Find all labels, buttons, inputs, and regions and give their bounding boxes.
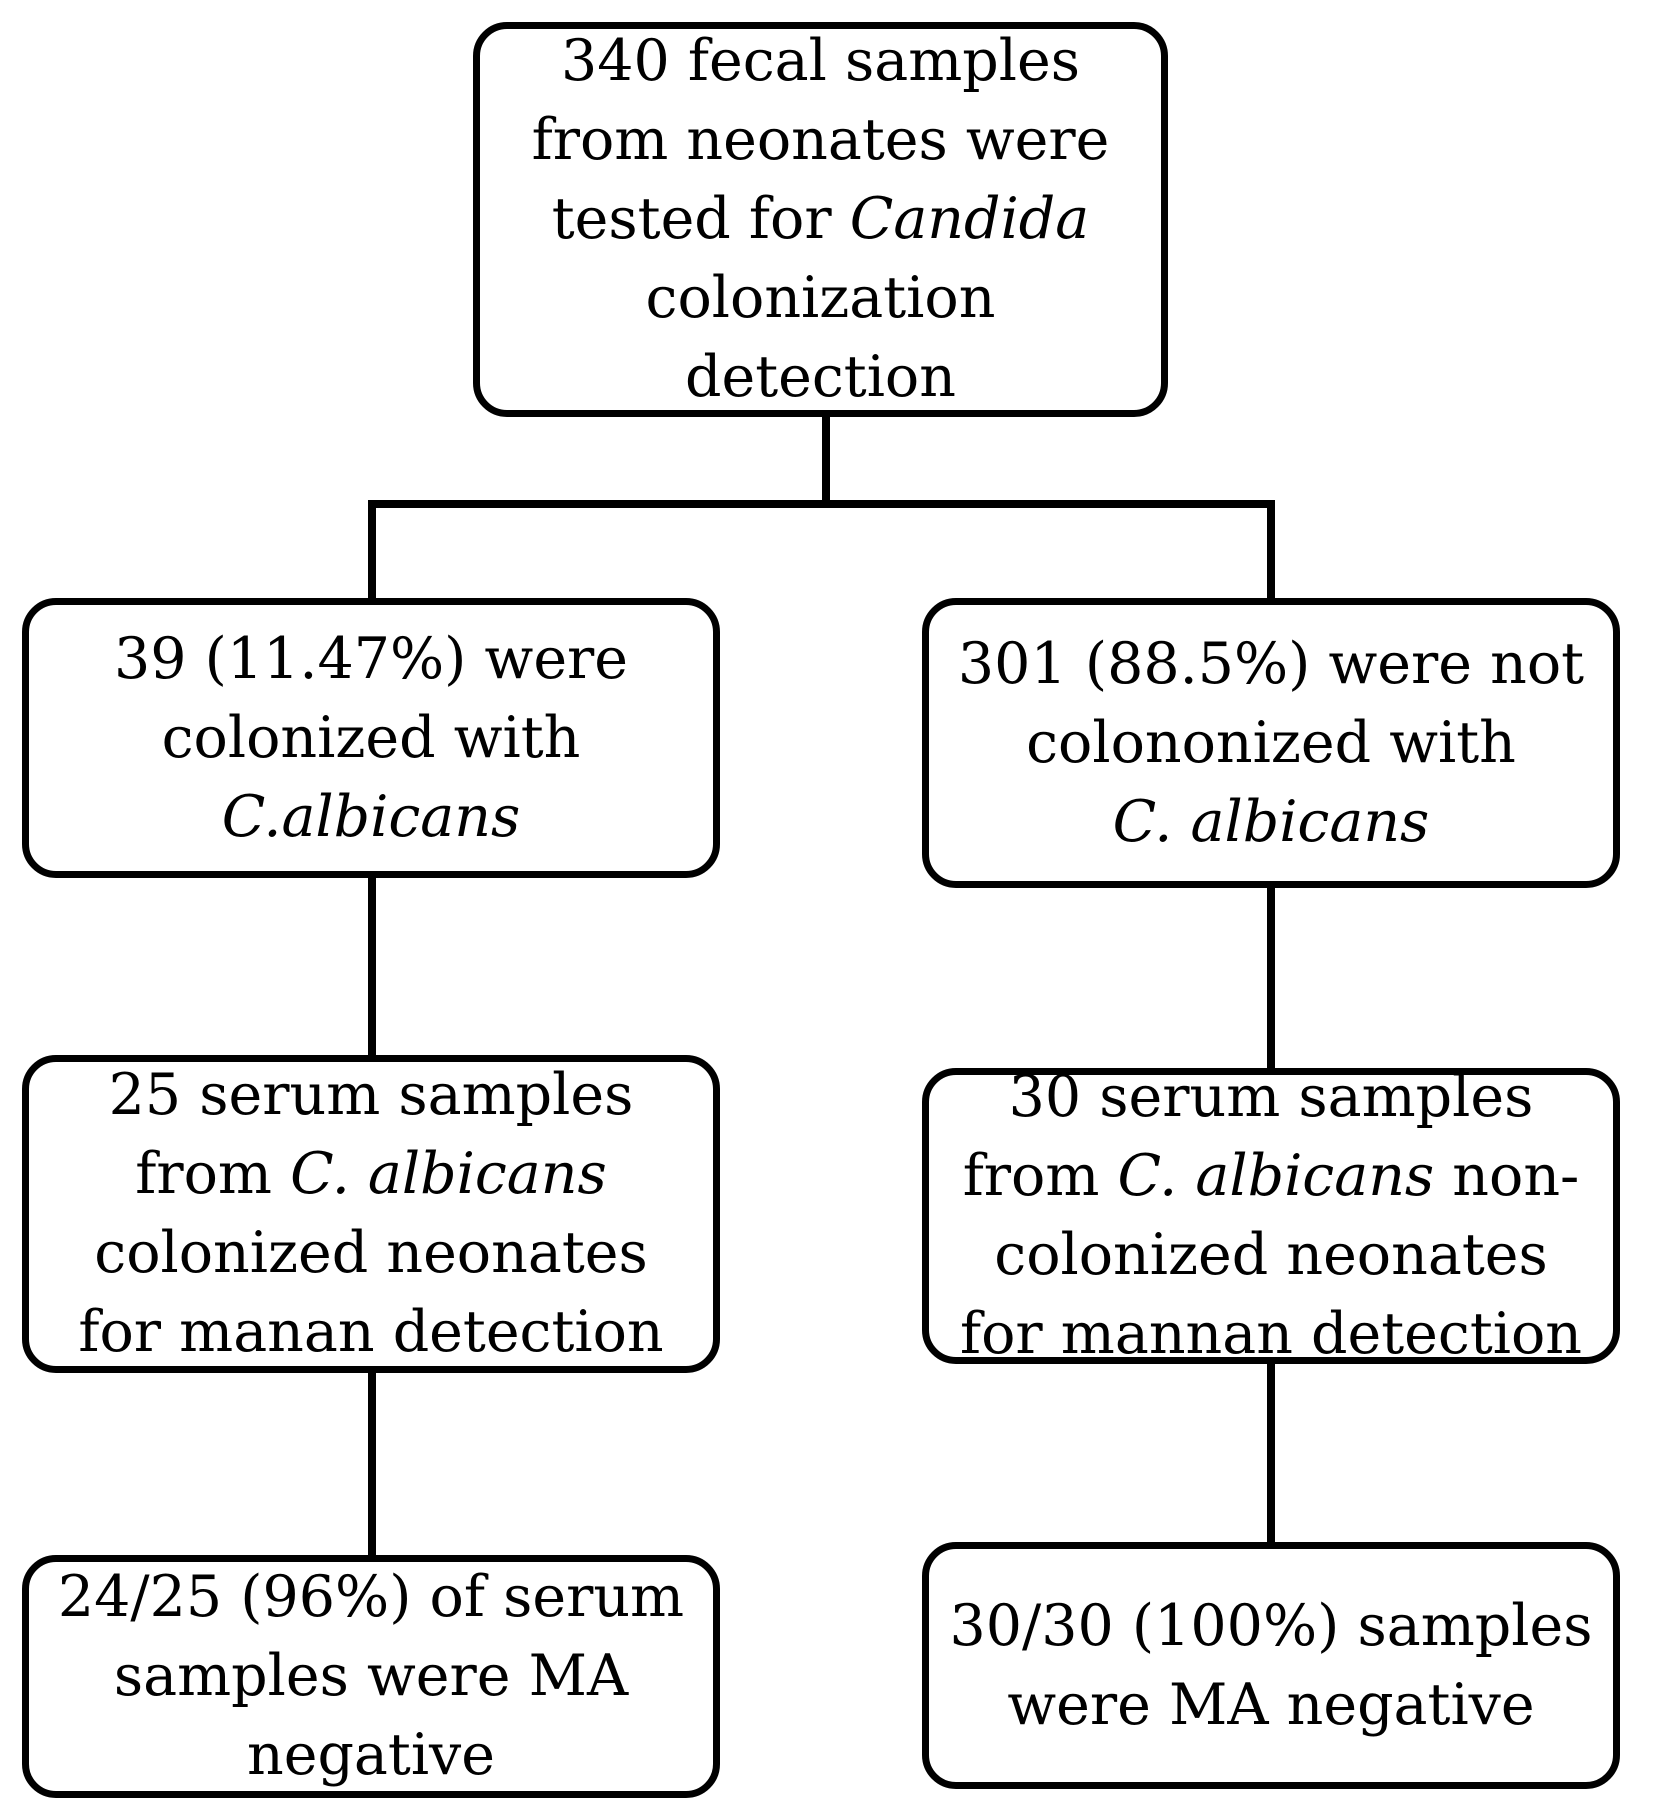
- connector-horizontal-split: [368, 500, 1275, 508]
- connector-split-left: [368, 500, 376, 600]
- node-text-line: 30 serum samples: [1008, 1068, 1534, 1130]
- node-text-line: colonized neonates: [94, 1220, 648, 1286]
- right-serum-node: 30 serum samples from C. albicans non-col…: [922, 1068, 1620, 1364]
- node-text-line: for mannan detection: [960, 1301, 1582, 1364]
- node-text-line: 39 (11.47%) were: [113, 625, 629, 692]
- node-text-italic-segment: C. albicans: [290, 1141, 607, 1207]
- connector-left-serum-to-result: [368, 1370, 376, 1560]
- node-text-segment: from: [135, 1141, 291, 1207]
- node-text-line: 30/30 (100%) samples: [949, 1592, 1593, 1659]
- root-node: 340 fecal samples from neonates were teste…: [473, 22, 1168, 417]
- node-text-line: from neonates were: [531, 107, 1110, 173]
- node-text-segment: from: [962, 1143, 1118, 1209]
- node-text-line: 340 fecal samples: [561, 28, 1080, 94]
- node-text-line: from C. albicans: [78, 1135, 663, 1214]
- node-text-line: tested for Candida: [532, 180, 1110, 259]
- node-text-line: negative: [247, 1722, 495, 1788]
- node-text-line: samples were MA: [113, 1643, 629, 1709]
- connector-right-notcolonized-to-serum: [1267, 885, 1275, 1070]
- node-text-italic-segment: C. albicans: [1112, 788, 1430, 855]
- connector-split-right: [1267, 500, 1275, 600]
- node-text-line: from C. albicans non-: [960, 1137, 1582, 1216]
- right-result-node: 30/30 (100%) samples were MA negative: [922, 1542, 1620, 1789]
- left-result-node-text: 24/25 (96%) of serum samples were MA negat…: [57, 1562, 685, 1791]
- right-result-node-text: 30/30 (100%) samples were MA negative: [950, 1587, 1593, 1745]
- node-text-line: 25 serum samples: [108, 1062, 634, 1128]
- node-text-line: detection: [685, 344, 956, 410]
- node-text-segment: tested for: [551, 186, 850, 252]
- node-text-line: C.albicans: [114, 778, 628, 857]
- node-text-line: for manan detection: [78, 1299, 664, 1365]
- right-not-colonized-node-text: 301 (88.5%) were not colononized with C. a…: [958, 625, 1584, 862]
- left-result-node: 24/25 (96%) of serum samples were MA negat…: [22, 1555, 720, 1798]
- node-text-line: were MA negative: [1007, 1671, 1535, 1738]
- node-text-line: colonization: [645, 265, 996, 331]
- node-text-line: colononized with: [1026, 709, 1516, 776]
- connector-root-down: [822, 415, 830, 504]
- node-text-line: 301 (88.5%) were not: [957, 630, 1585, 697]
- right-serum-node-text: 30 serum samples from C. albicans non-col…: [960, 1068, 1582, 1364]
- connector-left-colonized-to-serum: [368, 875, 376, 1060]
- node-text-line: colonized with: [161, 704, 581, 771]
- node-text-segment: non-: [1434, 1143, 1580, 1209]
- node-text-italic-segment: Candida: [849, 186, 1090, 252]
- connector-right-serum-to-result: [1267, 1360, 1275, 1545]
- right-not-colonized-node: 301 (88.5%) were not colononized with C. a…: [922, 598, 1620, 888]
- node-text-line: C. albicans: [958, 783, 1584, 862]
- root-node-text: 340 fecal samples from neonates were teste…: [531, 28, 1110, 410]
- node-text-italic-segment: C. albicans: [1117, 1143, 1435, 1209]
- node-text-line: 24/25 (96%) of serum: [57, 1564, 685, 1630]
- node-text-italic-segment: C.albicans: [221, 783, 521, 850]
- node-text-line: colonized neonates: [994, 1222, 1548, 1288]
